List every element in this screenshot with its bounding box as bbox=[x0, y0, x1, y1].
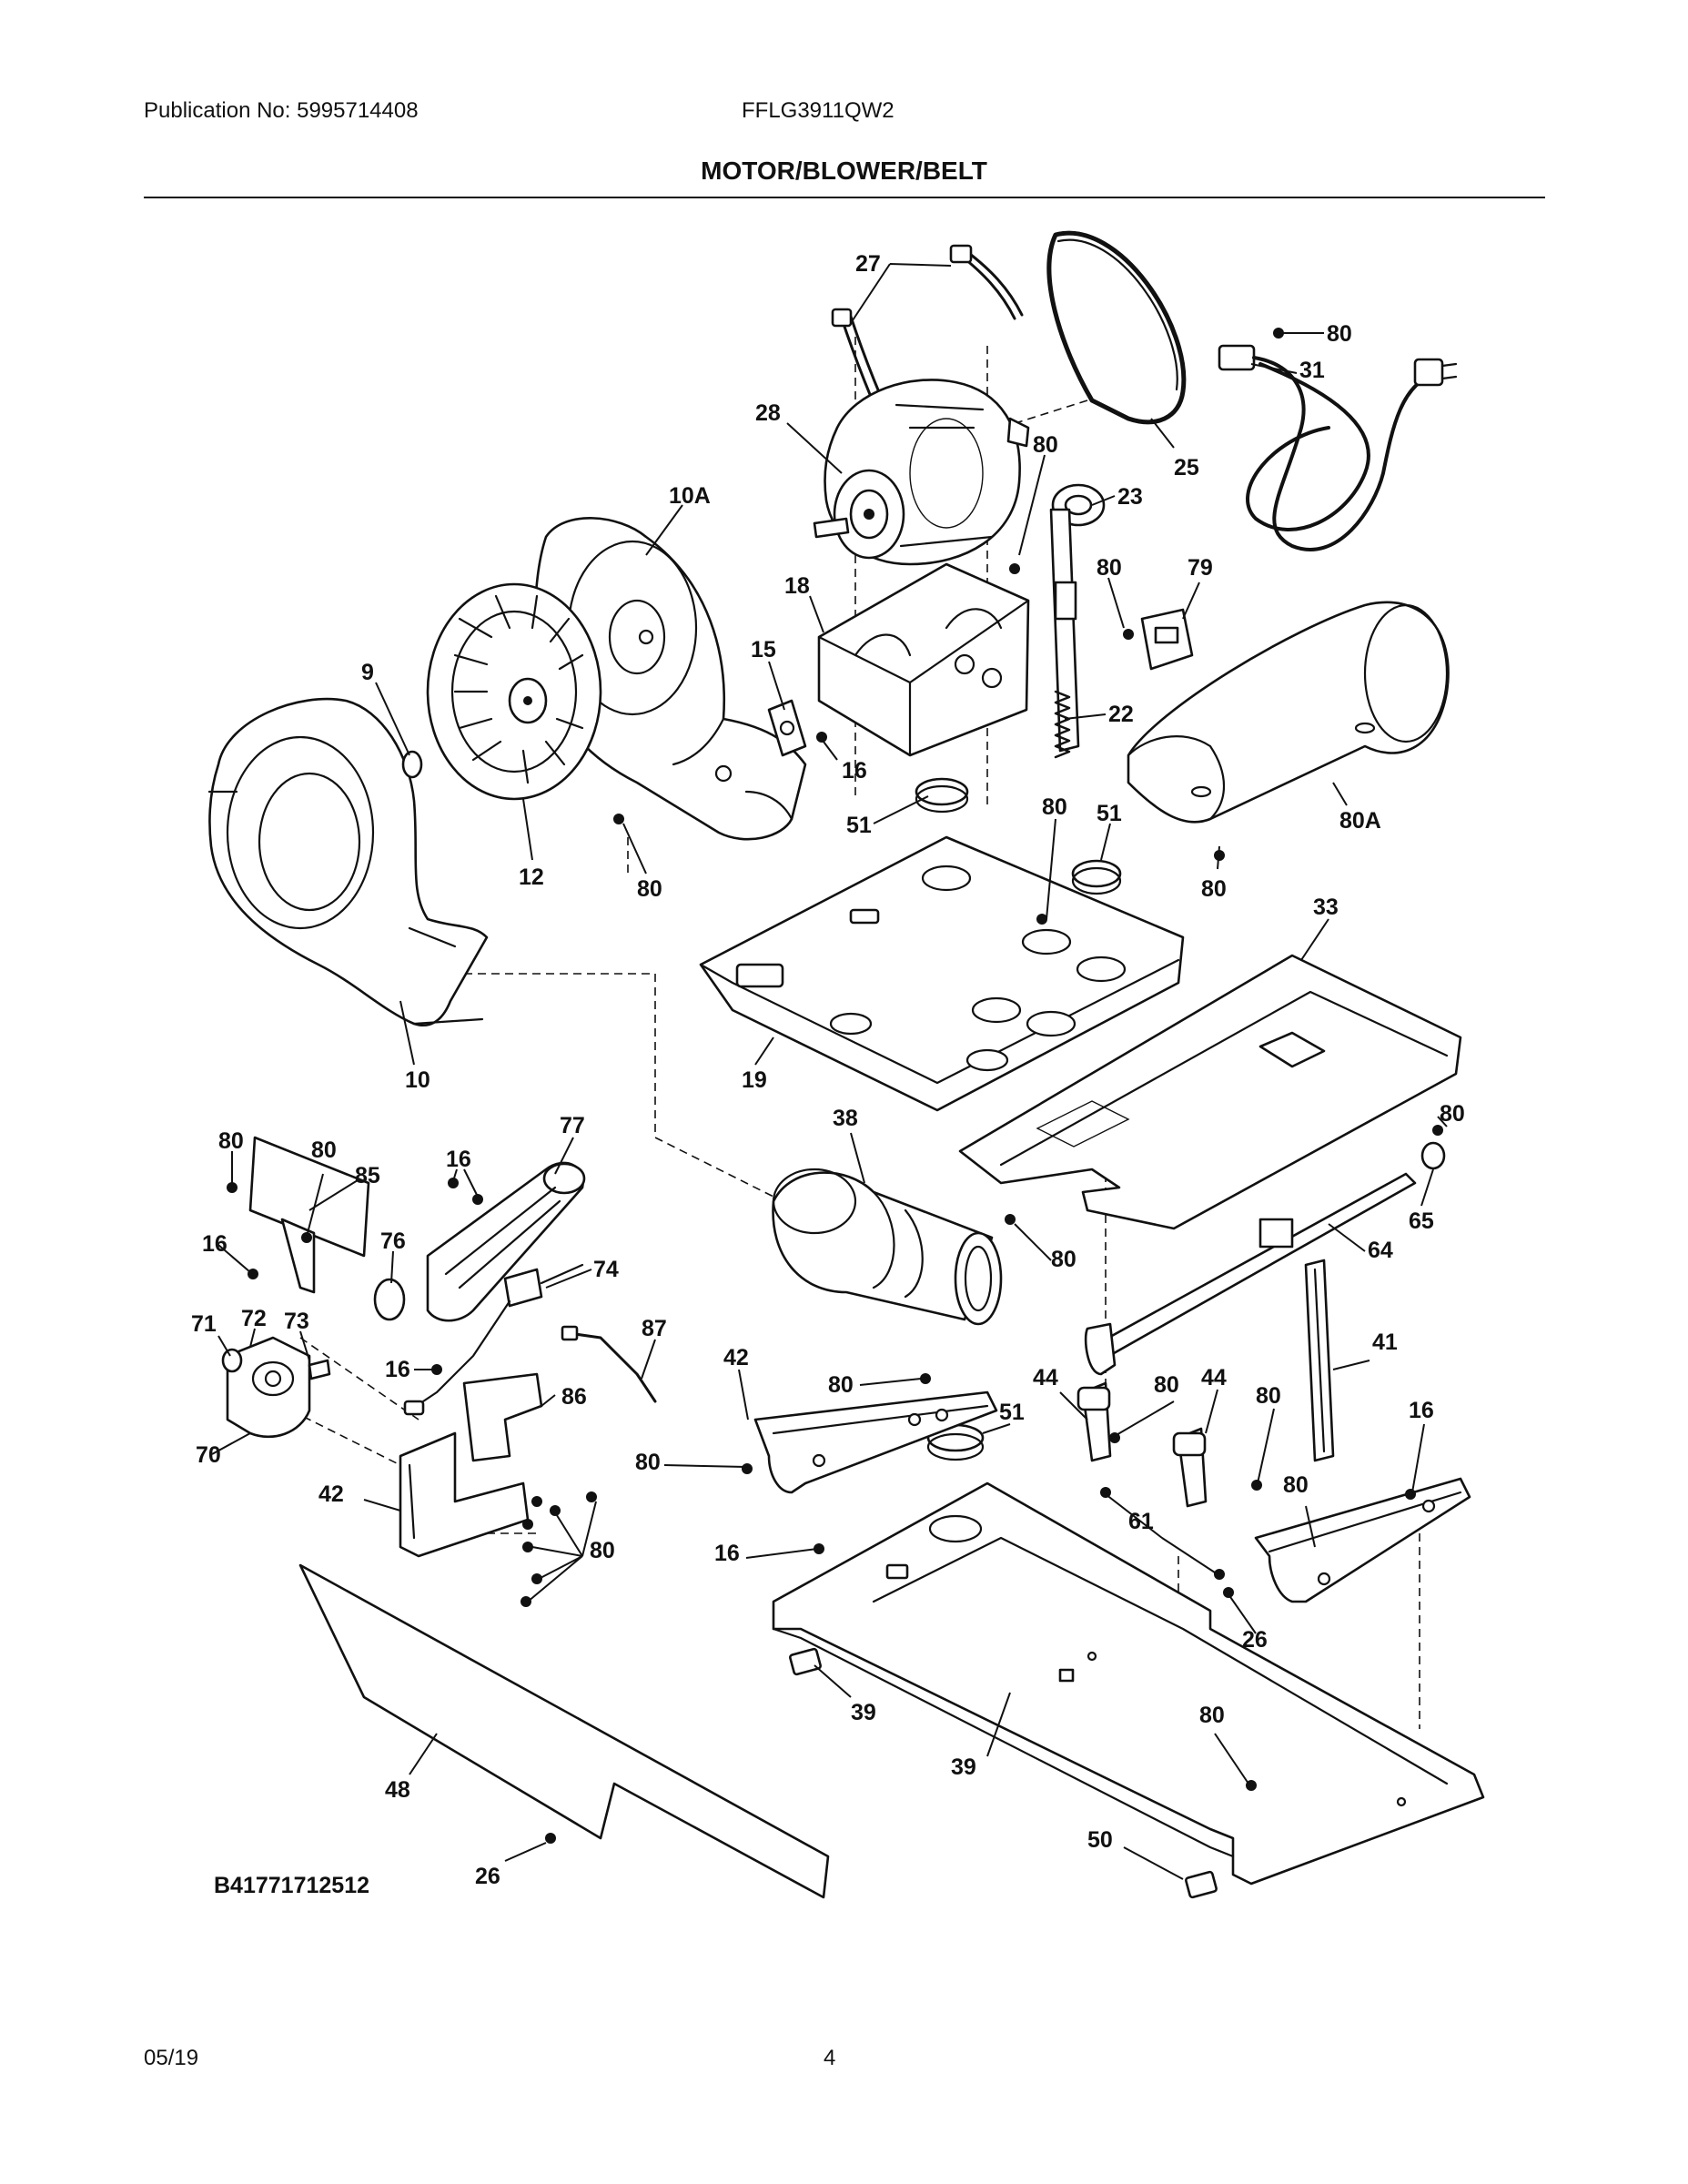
callout-39: 80 bbox=[1199, 1703, 1225, 1728]
callout-80: 26 bbox=[1242, 1627, 1268, 1653]
gasket bbox=[767, 699, 807, 757]
callout-64: 64 bbox=[1368, 1238, 1393, 1263]
callout-16: 16 bbox=[842, 758, 867, 784]
callout-80a: 80A bbox=[1339, 808, 1381, 834]
callout-42: 80 bbox=[1283, 1472, 1309, 1498]
callout-22: 22 bbox=[1108, 702, 1134, 727]
callout-38: 38 bbox=[833, 1106, 858, 1131]
power-cord bbox=[1218, 344, 1458, 551]
callout-23: 23 bbox=[1117, 484, 1143, 510]
blower-housing-front bbox=[207, 697, 489, 1027]
model-number: FFLG3911QW2 bbox=[742, 98, 895, 123]
callout-80: 80 bbox=[637, 876, 662, 902]
idler-pulley-assembly bbox=[1049, 483, 1106, 759]
callout-80: 80 bbox=[1327, 321, 1352, 347]
callout-61: 42 bbox=[318, 1481, 344, 1507]
leveling-feet bbox=[789, 1647, 1218, 1899]
callout-80: 80 bbox=[218, 1128, 244, 1154]
screws bbox=[227, 328, 1443, 1844]
motor-base-plate bbox=[699, 835, 1185, 1112]
callout-79: 79 bbox=[1188, 555, 1213, 581]
callout-72: 72 bbox=[241, 1306, 267, 1331]
callout-80: 80 bbox=[1256, 1383, 1281, 1409]
callout-77: 77 bbox=[560, 1113, 585, 1138]
callout-86: 86 bbox=[561, 1384, 587, 1410]
callout-16: 16 bbox=[385, 1357, 410, 1382]
callout-42: 42 bbox=[723, 1345, 749, 1370]
callout-80: 61 bbox=[1128, 1509, 1154, 1534]
callout-26: 39 bbox=[851, 1700, 876, 1725]
callout-80: 80 bbox=[1051, 1247, 1076, 1272]
callout-16: 16 bbox=[202, 1231, 227, 1257]
section-title: MOTOR/BLOWER/BELT bbox=[701, 157, 987, 185]
callout-18: 18 bbox=[784, 573, 810, 599]
callout-51: 51 bbox=[846, 813, 872, 838]
callout-44: 44 bbox=[1201, 1365, 1227, 1390]
callout-9: 9 bbox=[361, 660, 374, 685]
callout-28: 28 bbox=[755, 400, 781, 426]
callout-80: 80 bbox=[828, 1372, 854, 1398]
callout-80: 80 bbox=[1201, 876, 1227, 902]
callout-74: 74 bbox=[593, 1257, 619, 1282]
publication-number: Publication No: 5995714408 bbox=[144, 98, 419, 123]
blower-wheel bbox=[426, 582, 602, 801]
thermal-sensor-clip bbox=[1140, 608, 1194, 671]
callout-71: 71 bbox=[191, 1311, 217, 1337]
page-number: 4 bbox=[824, 2046, 836, 2070]
callout-80: 16 bbox=[1409, 1398, 1434, 1423]
callout-10a: 10A bbox=[669, 483, 711, 509]
callout-80: 80 bbox=[311, 1138, 337, 1163]
callout-80: 80 bbox=[1033, 432, 1058, 458]
callout-10: 10 bbox=[405, 1067, 430, 1093]
drawing-number: B41771712512 bbox=[214, 1873, 369, 1898]
callout-87: 87 bbox=[642, 1316, 667, 1341]
header-rule bbox=[144, 197, 1545, 198]
callout-76: 76 bbox=[380, 1228, 406, 1254]
callout-26: 50 bbox=[1087, 1827, 1113, 1853]
callout-33: 33 bbox=[1313, 895, 1339, 920]
callout-73: 73 bbox=[284, 1309, 309, 1334]
callout-15: 15 bbox=[751, 637, 776, 662]
heater-shield bbox=[1127, 601, 1450, 824]
drum-rod bbox=[1084, 1141, 1446, 1376]
callout-39: 16 bbox=[714, 1541, 740, 1566]
callout-27: 27 bbox=[855, 251, 881, 277]
callout-80: 80 bbox=[1042, 794, 1067, 820]
callout-85: 85 bbox=[355, 1163, 380, 1188]
callout-labels: 27 80 31 28 25 10A 80 23 18 80 79 15 9 2… bbox=[191, 251, 1465, 1889]
callout-51: 51 bbox=[1097, 801, 1122, 826]
callout-41: 41 bbox=[1372, 1330, 1398, 1355]
exhaust-duct bbox=[772, 1168, 1003, 1326]
callout-16: 80 bbox=[590, 1538, 615, 1563]
drive-belt bbox=[1046, 230, 1187, 425]
drum-support-plate bbox=[958, 954, 1462, 1230]
callout-80: 26 bbox=[475, 1864, 500, 1889]
callout-80: 80 bbox=[1097, 555, 1122, 581]
gas-valve-assembly bbox=[221, 1136, 657, 1558]
callout-65: 65 bbox=[1409, 1208, 1434, 1234]
callout-leaders bbox=[211, 263, 1448, 1880]
callout-25: 25 bbox=[1174, 455, 1199, 480]
callout-44: 44 bbox=[1033, 1365, 1058, 1390]
callout-80: 80 bbox=[1440, 1101, 1465, 1127]
callout-31: 31 bbox=[1299, 358, 1325, 383]
callout-50: 48 bbox=[385, 1777, 410, 1803]
callout-16: 16 bbox=[446, 1147, 471, 1172]
front-access-panel bbox=[298, 1563, 830, 1899]
callout-80: 80 bbox=[1154, 1372, 1179, 1398]
motor-mount-bracket bbox=[817, 562, 1030, 757]
callout-19: 19 bbox=[742, 1067, 767, 1093]
side-brackets bbox=[753, 1381, 1471, 1603]
revision-date: 05/19 bbox=[144, 2046, 199, 2070]
vertical-support-bracket bbox=[1304, 1259, 1335, 1462]
callout-12: 12 bbox=[519, 864, 544, 890]
dryer-base bbox=[772, 1481, 1485, 1886]
drive-motor bbox=[813, 244, 1030, 566]
callout-80: 80 bbox=[635, 1450, 661, 1475]
callout-51: 51 bbox=[999, 1400, 1025, 1425]
seal-rings bbox=[401, 750, 1122, 1461]
callout-48: 39 bbox=[951, 1754, 976, 1780]
callout-70: 70 bbox=[196, 1442, 221, 1468]
